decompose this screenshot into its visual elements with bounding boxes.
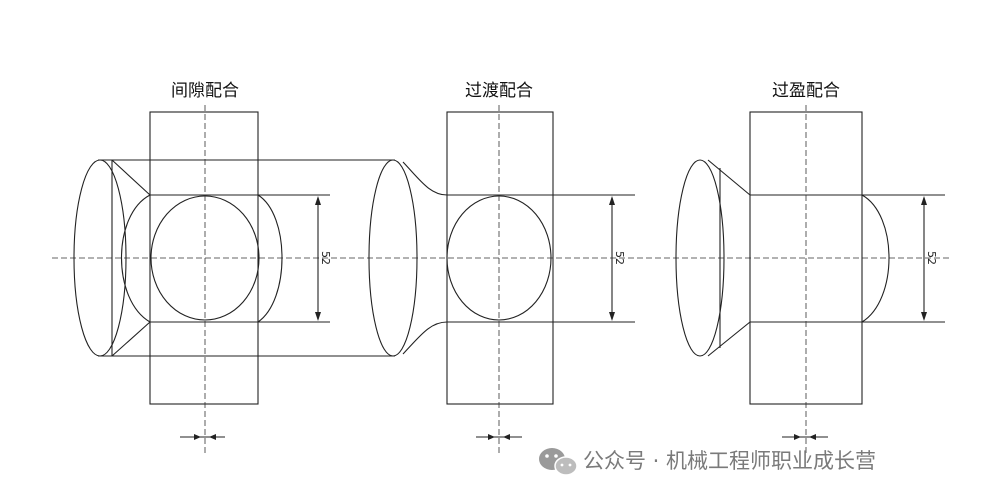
dimension-arrow-bottom-2 <box>609 312 615 321</box>
dimension-arrow-bottom-3 <box>921 312 927 321</box>
dimension-arrow-bottom-1 <box>315 312 321 321</box>
dimension-value-1: 52 <box>319 251 332 265</box>
shaft-neck-top-2 <box>402 161 448 196</box>
watermark: 公众号 · 机械工程师职业成长营 <box>539 448 876 476</box>
clearance-arrow-right-1 <box>209 434 216 440</box>
panel-transition-fit: 过渡配合 52 <box>258 81 635 455</box>
panel-title-clearance: 间隙配合 <box>171 81 239 101</box>
dimension-value-2: 52 <box>613 251 626 265</box>
shaft-chamfer-bottom <box>111 321 151 357</box>
shaft-bulge-right-3 <box>861 194 890 323</box>
panel-interference-fit: 过盈配合 52 <box>675 81 945 455</box>
bore-arc-left <box>120 194 151 323</box>
wechat-icon <box>539 448 578 476</box>
bore-arc-right <box>257 194 283 323</box>
clearance-arrow-left-3 <box>794 434 801 440</box>
panel-title-interference: 过盈配合 <box>772 81 840 101</box>
shaft-chamfer-top-3 <box>707 159 751 196</box>
clearance-arrow-left-2 <box>488 434 495 440</box>
watermark-text: 公众号 · 机械工程师职业成长营 <box>583 449 876 473</box>
shaft-end-ellipse-3 <box>675 159 725 357</box>
hole-housing <box>149 111 259 405</box>
dimension-value-3: 52 <box>925 251 938 265</box>
panel-title-transition: 过渡配合 <box>465 81 533 101</box>
dimension-arrow-top-3 <box>921 196 927 205</box>
shaft-chamfer-bottom-3 <box>707 321 751 357</box>
clearance-arrow-left-1 <box>194 434 201 440</box>
clearance-arrow-right-3 <box>809 434 816 440</box>
shaft-chamfer-top <box>111 159 151 196</box>
dimension-arrow-top-2 <box>609 196 615 205</box>
clearance-arrow-right-2 <box>503 434 510 440</box>
shaft-neck-bottom-2 <box>402 321 448 355</box>
panel-clearance-fit: 间隙配合 52 <box>73 81 332 455</box>
dimension-arrow-top-1 <box>315 196 321 205</box>
